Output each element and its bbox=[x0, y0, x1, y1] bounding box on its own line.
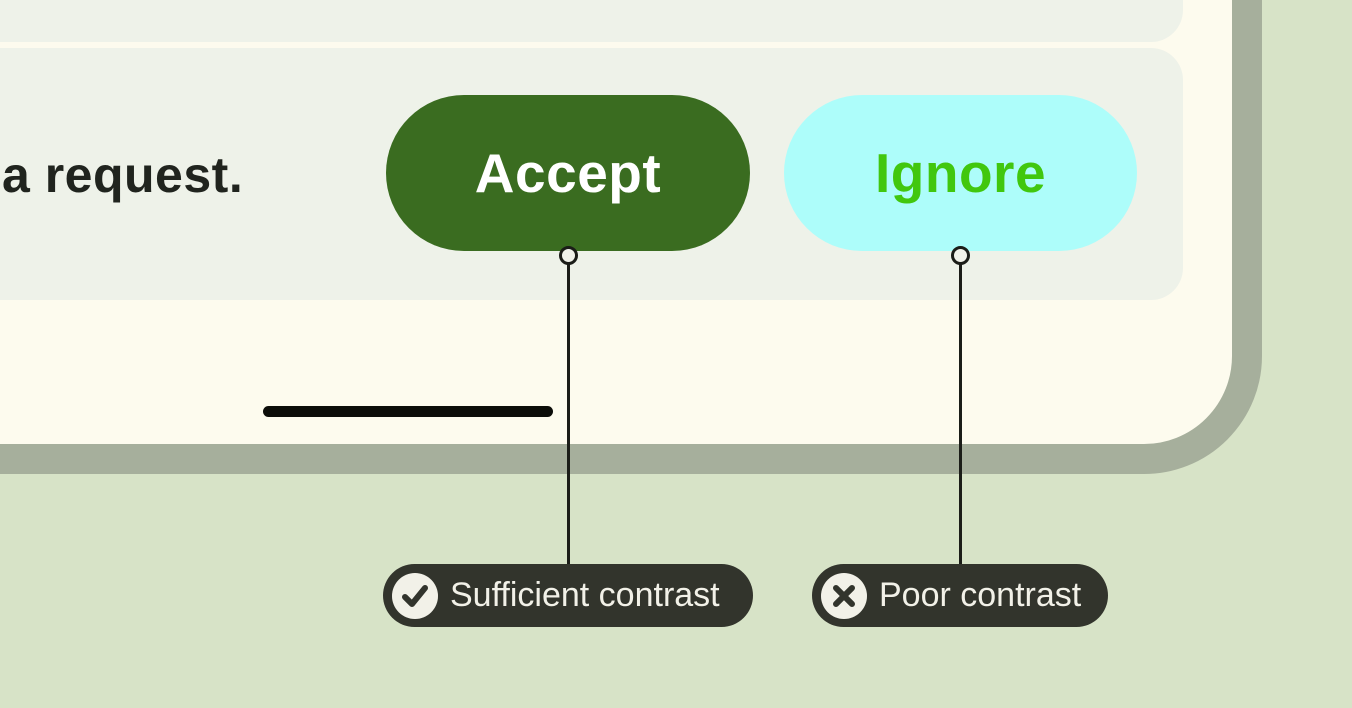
ignore-button[interactable]: Ignore bbox=[784, 95, 1137, 251]
callout-sufficient-contrast: Sufficient contrast bbox=[383, 564, 753, 627]
accept-button[interactable]: Accept bbox=[386, 95, 750, 251]
connector-line-ignore bbox=[958, 255, 962, 564]
callout-label: Sufficient contrast bbox=[450, 576, 720, 614]
callout-poor-contrast: Poor contrast bbox=[812, 564, 1109, 627]
x-circle-icon bbox=[821, 572, 867, 619]
connector-anchor-ignore bbox=[950, 246, 970, 265]
home-indicator-bar bbox=[263, 406, 553, 417]
connector-line-accept bbox=[566, 255, 570, 564]
check-circle-icon bbox=[392, 572, 438, 619]
notification-message-fragment: a request. bbox=[2, 147, 244, 203]
notification-card-previous bbox=[0, 0, 1183, 42]
connector-anchor-accept bbox=[558, 246, 578, 265]
callout-label: Poor contrast bbox=[879, 576, 1082, 614]
